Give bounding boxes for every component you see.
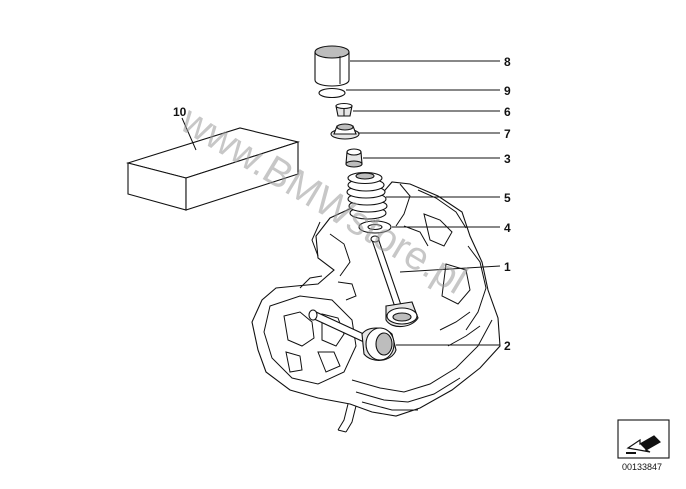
part-3-stem-seal bbox=[345, 148, 363, 168]
part-10-box bbox=[125, 127, 301, 211]
callout-9: 9 bbox=[504, 84, 511, 98]
cylinder-head bbox=[251, 181, 501, 433]
document-number: 00133847 bbox=[622, 462, 662, 472]
callout-10: 10 bbox=[173, 105, 187, 119]
leader-1 bbox=[399, 265, 501, 273]
valve-2 bbox=[308, 309, 397, 361]
callout-3: 3 bbox=[504, 152, 511, 166]
callout-labels: 8 9 6 7 3 5 4 1 2 10 bbox=[173, 55, 511, 353]
callout-1: 1 bbox=[504, 260, 511, 274]
callout-6: 6 bbox=[504, 105, 511, 119]
part-4-washer bbox=[358, 220, 392, 234]
part-7-retainer bbox=[330, 123, 360, 140]
callout-5: 5 bbox=[504, 191, 511, 205]
part-8-tappet bbox=[314, 45, 350, 87]
valve-1 bbox=[370, 235, 419, 328]
leader-lines bbox=[181, 60, 501, 346]
part-6-collets bbox=[335, 102, 353, 117]
leader-10 bbox=[181, 117, 197, 151]
callout-4: 4 bbox=[504, 221, 511, 235]
part-9-shim bbox=[318, 87, 346, 99]
arrow-to-next-icon[interactable] bbox=[617, 419, 670, 459]
part-5-spring bbox=[346, 171, 388, 220]
callout-8: 8 bbox=[504, 55, 511, 69]
callout-7: 7 bbox=[504, 127, 511, 141]
callout-2: 2 bbox=[504, 339, 511, 353]
